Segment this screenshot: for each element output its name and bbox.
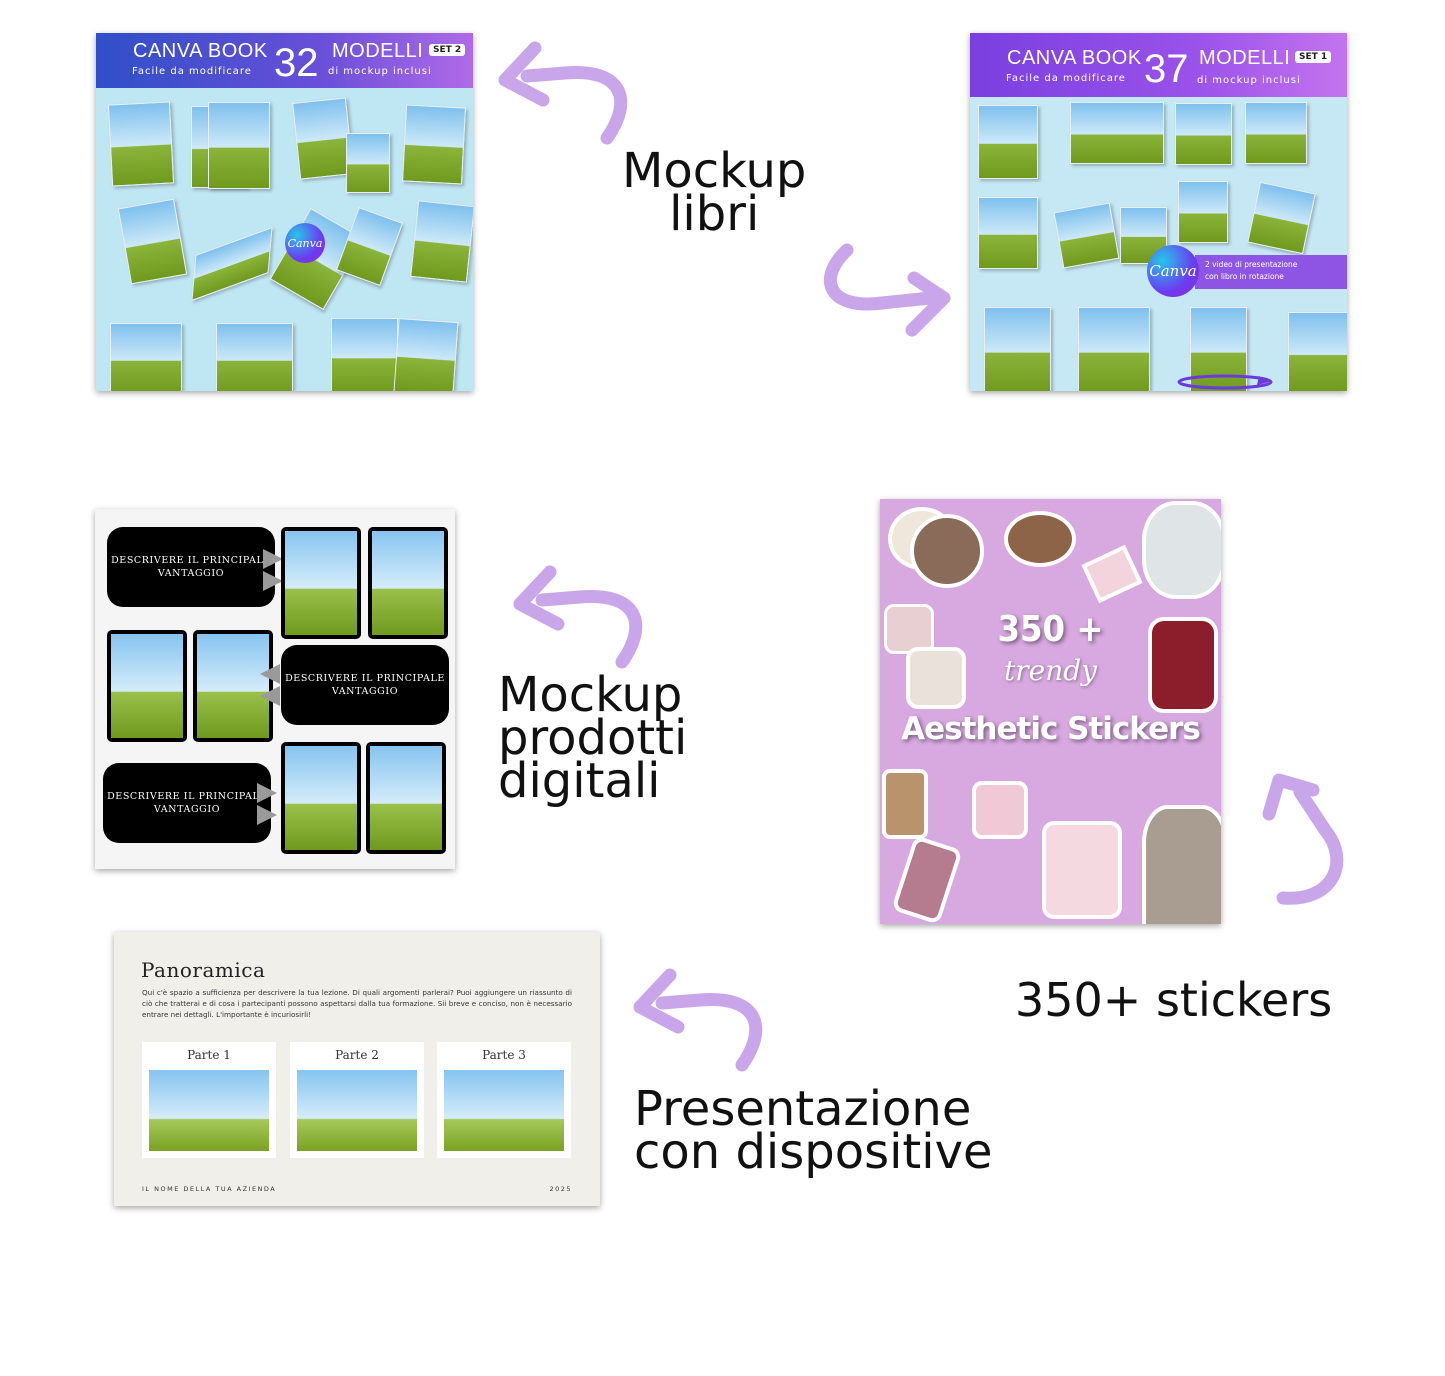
slide-part-2: Parte 2	[290, 1042, 424, 1158]
caption-libri-line2: libri	[669, 186, 760, 243]
caption-stickers: 350+ stickers	[1015, 973, 1333, 1027]
set1-video-note-line2: con libro in rotazione	[1205, 272, 1284, 281]
arrow-left-icon	[498, 41, 628, 145]
slide-part-1: Parte 1	[142, 1042, 276, 1158]
benefit-block-3: DESCRIVERE IL PRINCIPALE VANTAGGIO	[103, 763, 271, 843]
canva-book-set2-image: CANVA BOOK Facile da modificare 32 MODEL…	[96, 33, 473, 391]
slide-part-3: Parte 3	[437, 1042, 571, 1158]
caption-digitali-line2: prodotti	[498, 710, 688, 767]
presentation-slide-image: Panoramica Qui c'è spazio a sufficienza …	[114, 932, 600, 1206]
slide-part-1-label: Parte 1	[187, 1048, 231, 1062]
set1-video-note-line1: 2 video di presentazione	[1205, 260, 1298, 269]
set1-number: 37	[1144, 47, 1189, 91]
benefit-block-1-line1: DESCRIVERE IL PRINCIPALE	[111, 554, 271, 566]
caption-presentazione-line2: con dispositive	[634, 1124, 993, 1181]
arrow-up-icon	[1262, 773, 1344, 905]
caption-presentazione-line1: Presentazione	[634, 1081, 972, 1137]
rotate-arrow-icon	[1177, 374, 1273, 390]
arrow-left-icon-3	[633, 968, 763, 1072]
set2-mockup-area: Canva	[96, 88, 473, 391]
set2-number: 32	[274, 41, 319, 85]
set1-subtitle-right: di mockup inclusi	[1197, 75, 1301, 86]
set2-subtitle-left: Facile da modificare	[132, 66, 252, 77]
set1-subtitle-left: Facile da modificare	[1006, 73, 1126, 84]
benefit-block-2-line2: VANTAGGIO	[331, 686, 399, 697]
aesthetic-stickers-image: 350 + trendy Aesthetic Stickers	[880, 499, 1221, 924]
benefit-block-1-line2: VANTAGGIO	[157, 568, 225, 579]
set2-subtitle-right: di mockup inclusi	[328, 66, 432, 77]
slide-body: Qui c'è spazio a sufficienza per descriv…	[142, 988, 572, 1019]
arrow-left-icon-2	[513, 565, 643, 669]
set1-mockup-area: 2 video di presentazione con libro in ro…	[970, 97, 1347, 391]
slide-part-3-label: Parte 3	[482, 1048, 526, 1062]
stickers-trendy: trendy	[1004, 654, 1097, 687]
set1-title: CANVA BOOK	[1007, 47, 1142, 69]
slide-title: Panoramica	[141, 958, 266, 982]
slide-part-2-label: Parte 2	[335, 1048, 379, 1062]
set1-badge: SET 1	[1295, 51, 1332, 63]
stickers-title: Aesthetic Stickers	[901, 711, 1201, 747]
caption-digitali-line3: digitali	[498, 753, 661, 810]
benefit-block-1: DESCRIVERE IL PRINCIPALE VANTAGGIO	[107, 527, 275, 607]
benefit-block-2: DESCRIVERE IL PRINCIPALE VANTAGGIO	[281, 645, 449, 725]
caption-mockup-libri: Mockup libri	[622, 143, 807, 243]
set2-models: MODELLI	[332, 40, 424, 62]
benefit-block-3-line2: VANTAGGIO	[153, 804, 221, 815]
benefit-block-3-line1: DESCRIVERE IL PRINCIPALE	[107, 790, 267, 802]
slide-footer-company: IL NOME DELLA TUA AZIENDA	[142, 1185, 277, 1193]
set2-header: CANVA BOOK Facile da modificare 32 MODEL…	[96, 33, 473, 88]
caption-digitali-line1: Mockup	[498, 667, 683, 723]
slide-footer-year: 2025	[549, 1185, 572, 1193]
set2-title: CANVA BOOK	[133, 40, 268, 62]
set1-video-note: 2 video di presentazione con libro in ro…	[1195, 255, 1347, 289]
digital-products-image: DESCRIVERE IL PRINCIPALE VANTAGGIO DESCRI…	[95, 509, 455, 869]
caption-presentazione: Presentazione con dispositive	[634, 1081, 993, 1181]
set1-models: MODELLI	[1199, 47, 1291, 69]
set2-canva-logo: Canva	[285, 223, 325, 263]
caption-stickers-line1: 350+ stickers	[1015, 973, 1333, 1027]
caption-libri-line1: Mockup	[622, 143, 807, 199]
set1-canva-logo: Canva	[1147, 245, 1199, 297]
stickers-count: 350 +	[997, 609, 1104, 650]
arrow-right-icon	[824, 243, 951, 337]
set1-header: CANVA BOOK Facile da modificare 37 MODEL…	[970, 33, 1347, 97]
caption-mockup-digitali: Mockup prodotti digitali	[498, 667, 688, 810]
benefit-block-2-line1: DESCRIVERE IL PRINCIPALE	[285, 672, 445, 684]
set2-badge: SET 2	[429, 44, 466, 56]
canva-book-set1-image: CANVA BOOK Facile da modificare 37 MODEL…	[970, 33, 1347, 391]
